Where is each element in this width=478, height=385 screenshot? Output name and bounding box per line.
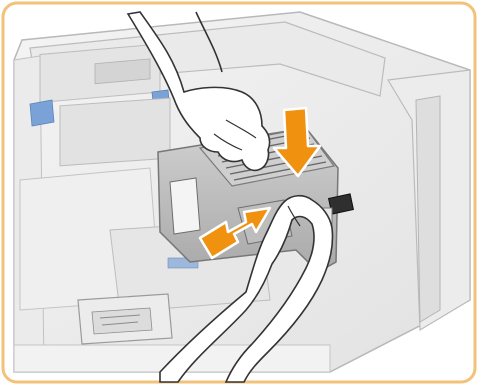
blue-tab-left xyxy=(30,100,54,126)
guide-slot xyxy=(170,178,200,234)
label-inner xyxy=(92,308,152,334)
rear-slot xyxy=(95,59,150,84)
rear-panel xyxy=(60,98,170,166)
tray-right-rail xyxy=(416,96,440,322)
front-label-plate xyxy=(78,294,172,344)
